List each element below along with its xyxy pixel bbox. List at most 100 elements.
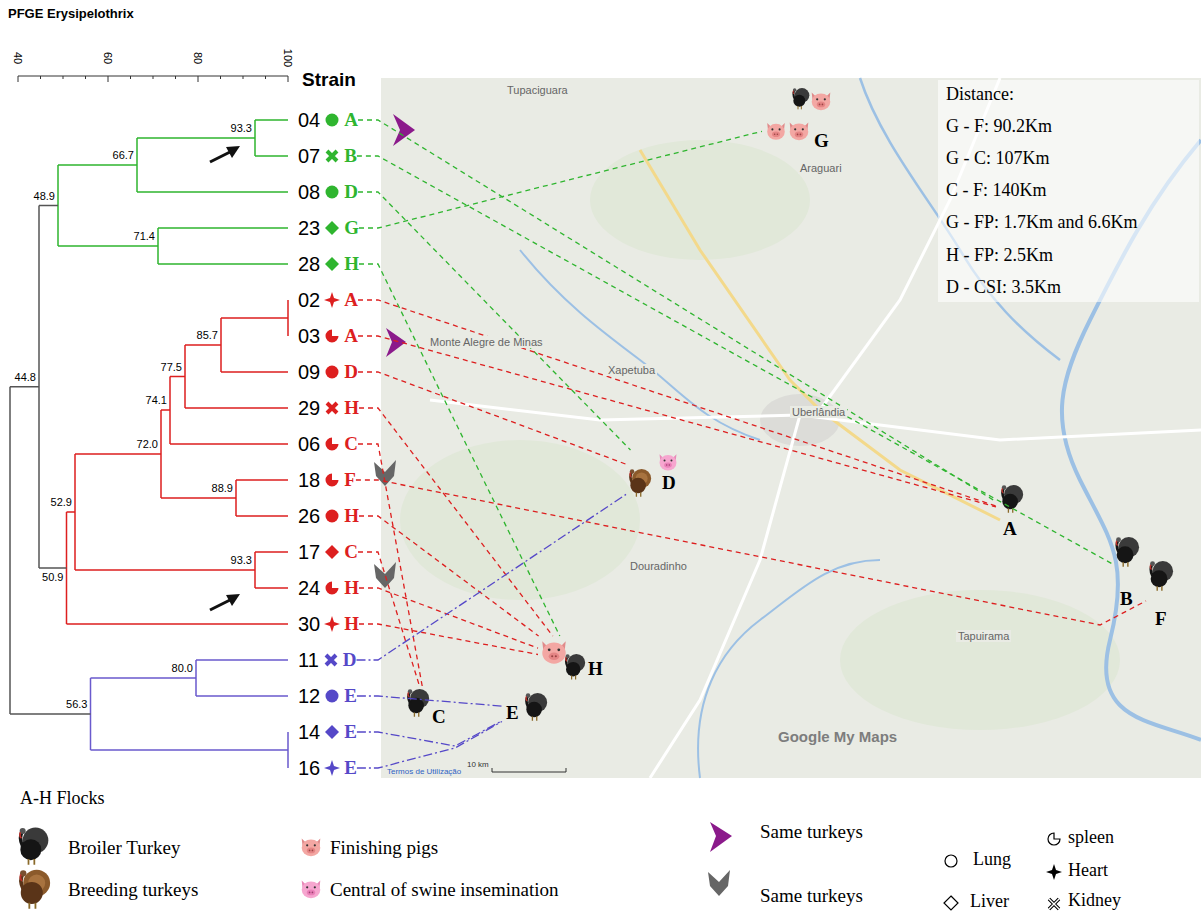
strain-label: 23 G: [298, 215, 359, 241]
strain-label: 28 H: [298, 251, 359, 277]
distance-note: G - C: 107Km: [946, 148, 1050, 169]
legend-icons: [20, 822, 1062, 910]
strain-label: 07B: [298, 143, 357, 169]
strain-label: 11 D: [298, 647, 357, 673]
bootstrap-value: 44.8: [15, 371, 36, 383]
flock-letter: H: [344, 253, 359, 275]
farm-marker: C: [404, 686, 448, 728]
legend-text: Broiler Turkey: [68, 838, 180, 859]
distance-note: H - FP: 2.5Km: [946, 245, 1053, 266]
axis-tick-label: 100: [282, 49, 294, 67]
figure-title: PFGE Erysipelothrix: [8, 6, 134, 21]
strain-number: 03: [298, 325, 320, 348]
flock-letter: H: [344, 577, 359, 599]
map-watermark: Google My Maps: [776, 728, 899, 745]
lung-symbol: [326, 114, 339, 127]
strain-number: 14: [298, 721, 320, 744]
strain-label: 16E: [298, 755, 357, 781]
axis-tick-label: 60: [102, 52, 114, 64]
spleen-symbol: [326, 330, 339, 343]
legend-text: Lung: [973, 850, 1011, 870]
flock-letter: H: [344, 397, 359, 419]
organ-symbol: [324, 364, 340, 380]
axis-tick-label: 40: [12, 52, 24, 64]
dashed-link: [357, 494, 627, 660]
legend-text: Finishing pigs: [330, 838, 438, 859]
distance-note: C - F: 140Km: [946, 180, 1047, 201]
strain-number: 26: [298, 505, 320, 528]
strain-label: 04A: [298, 107, 358, 133]
distance-note: G - F: 90.2Km: [946, 116, 1052, 137]
organ-symbol: [324, 400, 340, 416]
strain-label: 08 D: [298, 179, 358, 205]
place-name: Tapuirama: [956, 630, 1011, 642]
organ-symbol: [324, 256, 340, 272]
strain-label: 18F: [298, 467, 356, 493]
strain-label: 29 H: [298, 395, 359, 421]
bootstrap-value: 66.7: [113, 149, 134, 161]
flock-letter: E: [506, 702, 519, 724]
flock-letter: F: [1155, 608, 1167, 630]
legend-text: Liver: [970, 892, 1009, 912]
strain-number: 24: [298, 577, 320, 600]
flock-letter: H: [344, 505, 359, 527]
flock-letter: D: [662, 472, 676, 494]
liver-symbol: [325, 725, 339, 739]
flock-letter: H: [588, 658, 603, 680]
dashed-link: [359, 588, 538, 648]
bootstrap-value: 71.4: [134, 230, 155, 242]
legend-heading: A-H Flocks: [20, 788, 105, 809]
organ-symbol: [324, 220, 340, 236]
strain-number: 09: [298, 361, 320, 384]
organ-symbol: [323, 652, 339, 668]
strain-number: 07: [298, 145, 320, 168]
flock-letter: D: [343, 649, 357, 671]
liver-symbol: [325, 257, 339, 271]
strain-number: 23: [298, 217, 320, 240]
strain-number: 08: [298, 181, 320, 204]
heart-symbol: [324, 616, 340, 632]
organ-symbol: [324, 616, 340, 632]
kidney-symbol: [326, 655, 336, 665]
bootstrap-value: 80.0: [172, 662, 193, 674]
place-name: Xapetuba: [606, 364, 657, 376]
dashed-link: [356, 480, 1146, 625]
farm-marker: E: [502, 688, 550, 728]
dashed-link: [358, 192, 631, 450]
legend-text: Same turkeys: [760, 886, 863, 907]
bootstrap-value: 48.9: [34, 190, 55, 202]
dashed-link: [357, 721, 502, 746]
bootstrap-value: 93.3: [231, 122, 252, 134]
kidney-symbol: [327, 403, 337, 413]
flock-letter: C: [432, 706, 446, 728]
flock-letter: D: [344, 181, 358, 203]
axis-tick-label: 80: [192, 52, 204, 64]
strain-label: 26 H: [298, 503, 359, 529]
strain-label: 30H: [298, 611, 359, 637]
strain-number: 12: [298, 685, 320, 708]
organ-symbol: [324, 508, 340, 524]
dashed-link: [358, 336, 996, 507]
strain-number: 06: [298, 433, 320, 456]
lung-symbol: [326, 510, 339, 523]
farm-marker: H: [538, 636, 606, 686]
flock-letter: G: [344, 217, 359, 239]
map: [381, 78, 1201, 778]
flock-letter: C: [344, 433, 358, 455]
strain-number: 29: [298, 397, 320, 420]
kidney-symbol: [327, 151, 337, 161]
distance-note: G - FP: 1.7Km and 6.6Km: [946, 212, 1138, 233]
strain-number: 11: [298, 649, 319, 672]
organ-symbol: [324, 544, 340, 560]
flock-letter: F: [344, 469, 356, 491]
strain-label: 24 H: [298, 575, 359, 601]
farm-icons: [408, 88, 1173, 721]
dashed-link: [359, 131, 762, 228]
flock-letter: A: [344, 325, 358, 347]
strain-number: 04: [298, 109, 320, 132]
strain-number: 28: [298, 253, 320, 276]
lung-symbol: [326, 186, 339, 199]
organ-symbol: [324, 184, 340, 200]
dashed-link: [358, 300, 996, 506]
bootstrap-value: 72.0: [137, 438, 158, 450]
